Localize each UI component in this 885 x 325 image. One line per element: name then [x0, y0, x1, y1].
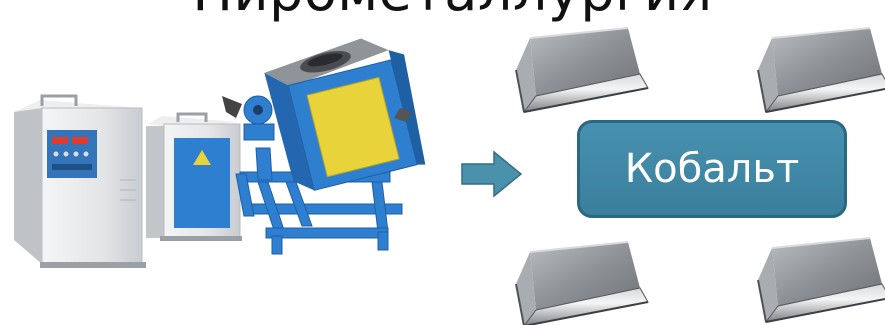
- cobalt-ingot-icon: [516, 242, 648, 325]
- right-arrow-icon: [462, 152, 521, 196]
- cobalt-ingot-icon: [516, 28, 648, 112]
- result-label: Кобальт: [578, 121, 846, 217]
- induction-furnace-illustration: [14, 29, 431, 268]
- cobalt-ingot-icon: [758, 28, 885, 112]
- cobalt-ingot-icon: [758, 238, 885, 322]
